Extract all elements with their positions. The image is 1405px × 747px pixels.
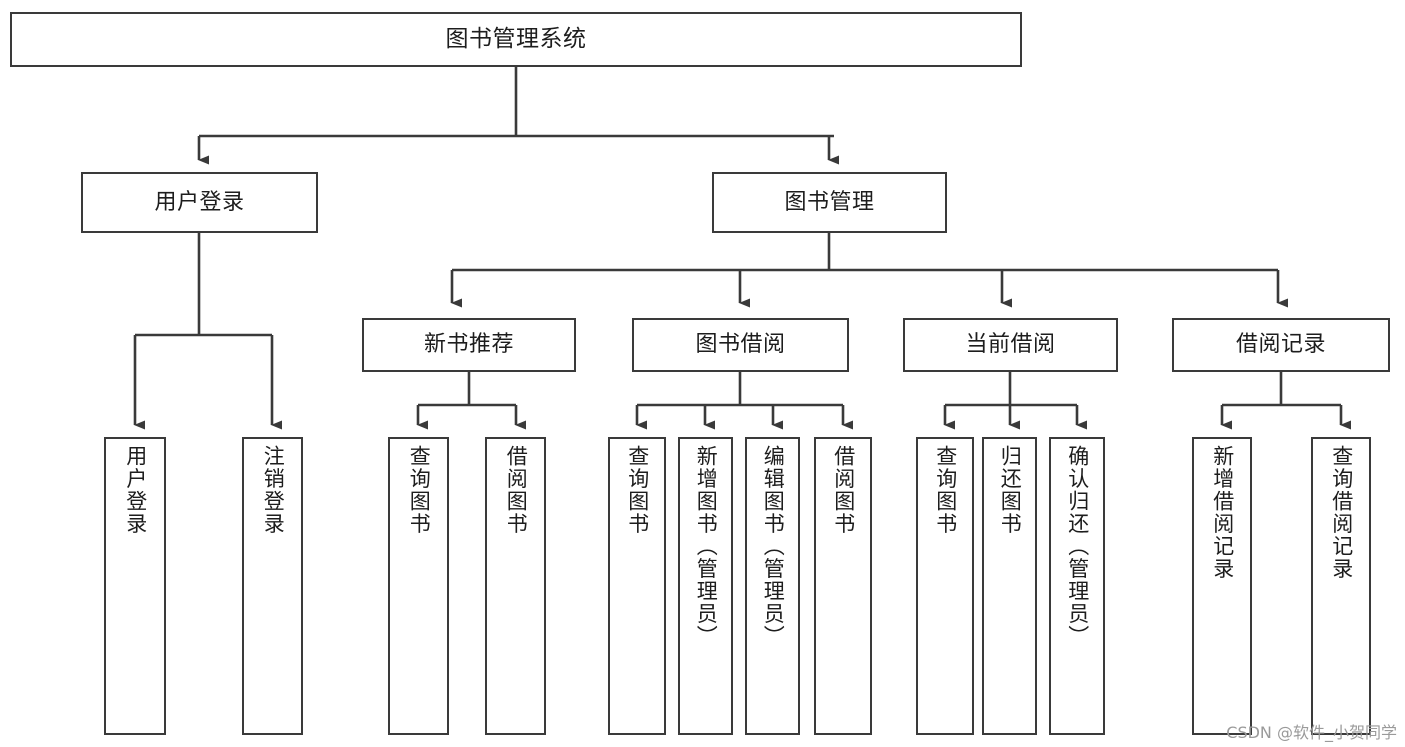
leaf-new-book-borrow[interactable]: 借阅图书 [485,437,546,735]
node-label: 查询图书 [625,445,650,535]
node-label: 借阅图书 [504,445,529,535]
node-current-borrow[interactable]: 当前借阅 [903,318,1118,372]
node-label: 新增图书（管理员） [694,445,719,648]
node-borrow-record[interactable]: 借阅记录 [1172,318,1390,372]
leaf-book-borrow-lend[interactable]: 借阅图书 [814,437,872,735]
leaf-current-borrow-query[interactable]: 查询图书 [916,437,974,735]
node-label: 编辑图书（管理员） [761,445,786,648]
node-label: 图书借阅 [695,332,786,358]
leaf-book-borrow-query[interactable]: 查询图书 [608,437,666,735]
node-new-book-recommend[interactable]: 新书推荐 [362,318,576,372]
node-label: 新书推荐 [423,332,514,358]
leaf-user-login-signin[interactable]: 用户登录 [104,437,166,735]
node-label: 图书管理系统 [445,26,587,53]
node-label: 借阅图书 [831,445,856,535]
leaf-borrow-record-add[interactable]: 新增借阅记录 [1192,437,1252,735]
leaf-borrow-record-query[interactable]: 查询借阅记录 [1311,437,1371,735]
leaf-current-borrow-return[interactable]: 归还图书 [982,437,1037,735]
leaf-book-borrow-edit[interactable]: 编辑图书（管理员） [745,437,800,735]
node-label: 注销登录 [261,445,286,535]
node-label: 查询图书 [933,445,958,535]
node-book-borrow[interactable]: 图书借阅 [632,318,849,372]
leaf-current-borrow-confirm-return[interactable]: 确认归还（管理员） [1049,437,1105,735]
watermark: CSDN @软件_小贺同学 [1226,723,1397,742]
node-label: 当前借阅 [965,332,1056,358]
leaf-book-borrow-add[interactable]: 新增图书（管理员） [678,437,733,735]
node-user-login[interactable]: 用户登录 [81,172,318,233]
node-label: 图书管理 [784,189,875,215]
node-label: 查询借阅记录 [1329,445,1354,580]
node-label: 借阅记录 [1235,332,1326,358]
node-label: 归还图书 [998,445,1023,535]
leaf-new-book-query[interactable]: 查询图书 [388,437,449,735]
node-label: 用户登录 [123,445,148,535]
node-label: 新增借阅记录 [1210,445,1235,580]
node-label: 确认归还（管理员） [1065,445,1090,648]
node-root-system[interactable]: 图书管理系统 [10,12,1022,67]
node-label: 用户登录 [154,189,245,215]
leaf-user-login-signout[interactable]: 注销登录 [242,437,303,735]
node-label: 查询图书 [407,445,432,535]
node-book-management[interactable]: 图书管理 [712,172,947,233]
